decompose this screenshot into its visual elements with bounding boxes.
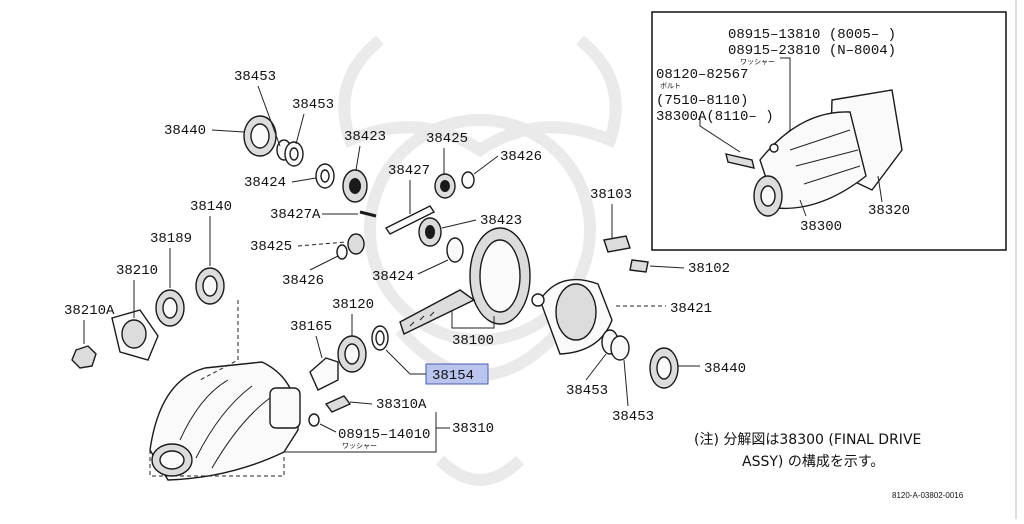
label-38453-b: 38453 bbox=[292, 97, 334, 113]
note-line-1: (注) 分解図は38300 (FINAL DRIVE bbox=[694, 432, 921, 448]
label-38154: 38154 bbox=[432, 368, 474, 384]
bearing-38140-icon bbox=[195, 267, 225, 305]
inset-line-6: (7510–8110) bbox=[656, 93, 748, 109]
side-gear-38423-left-icon bbox=[342, 169, 368, 203]
label-38423-a: 38423 bbox=[344, 129, 386, 145]
label-38427: 38427 bbox=[388, 163, 430, 179]
washer-38453-icon bbox=[276, 139, 304, 167]
inset-line-1: 08915–13810 (8005– ) bbox=[728, 27, 896, 43]
bearing-38440-left-icon bbox=[243, 115, 277, 157]
label-38310A: 38310A bbox=[376, 397, 427, 413]
side-gear-38423-right-icon bbox=[418, 217, 442, 247]
shim-38154-icon bbox=[371, 325, 389, 351]
label-38426-a: 38426 bbox=[500, 149, 542, 165]
thrust-washer-38424-icon bbox=[315, 163, 335, 189]
label-38427A: 38427A bbox=[270, 207, 321, 223]
label-38421: 38421 bbox=[670, 301, 712, 317]
highlight-38154[interactable]: 38154 bbox=[425, 363, 489, 385]
label-38425-a: 38425 bbox=[426, 131, 468, 147]
label-38100: 38100 bbox=[452, 333, 494, 349]
bearing-38120-icon bbox=[337, 335, 367, 373]
label-38423-b: 38423 bbox=[480, 213, 522, 229]
label-38210: 38210 bbox=[116, 263, 158, 279]
label-38140: 38140 bbox=[190, 199, 232, 215]
pinion-gear-38425-lower-icon bbox=[336, 233, 365, 260]
diagram-reference: 8120-A-03802-0016 bbox=[892, 491, 964, 500]
inset-line-3: ワッシャー bbox=[740, 58, 775, 67]
spacer-38165-icon bbox=[309, 357, 339, 391]
bolt-38102-icon bbox=[629, 259, 649, 273]
bearing-38440-right-icon bbox=[649, 347, 679, 389]
housing-dash-link bbox=[199, 300, 239, 381]
oil-seal-38189-icon bbox=[155, 289, 185, 327]
label-38424-b: 38424 bbox=[372, 269, 414, 285]
shaft-38427-icon bbox=[384, 205, 436, 235]
washer-38453-right-icon bbox=[601, 329, 630, 361]
inset-line-5: ボルト bbox=[660, 82, 681, 91]
label-38210A: 38210A bbox=[64, 303, 115, 319]
label-38426-b: 38426 bbox=[282, 273, 324, 289]
label-38440-a: 38440 bbox=[164, 123, 206, 139]
inset-line-7: 38300A(8110– ) bbox=[656, 109, 774, 125]
pinion-gear-38425-icon bbox=[434, 173, 456, 199]
bolt-38310A-icon bbox=[324, 395, 352, 413]
label-08915-14010: 08915–14010 bbox=[338, 427, 430, 443]
flange-38210-icon bbox=[111, 309, 159, 361]
label-38320: 38320 bbox=[868, 203, 910, 219]
ring-gear-38100-icon bbox=[399, 227, 531, 335]
note-line-2: ASSY) の構成を示す。 bbox=[742, 454, 884, 470]
washer-08915-14010-icon bbox=[308, 413, 320, 427]
label-38189: 38189 bbox=[150, 231, 192, 247]
housing-dash-outline bbox=[149, 450, 285, 477]
label-38103: 38103 bbox=[590, 187, 632, 203]
label-38300: 38300 bbox=[800, 219, 842, 235]
label-38453-c: 38453 bbox=[566, 383, 608, 399]
thrust-washer-38424-right-icon bbox=[446, 237, 464, 263]
label-38425-b: 38425 bbox=[250, 239, 292, 255]
inset-line-2: 08915–23810 (N–8004) bbox=[728, 43, 896, 59]
label-38453-d: 38453 bbox=[612, 409, 654, 425]
nut-38210A-icon bbox=[71, 345, 97, 369]
bolt-38103-icon bbox=[603, 235, 631, 253]
label-38102: 38102 bbox=[688, 261, 730, 277]
inset-line-4: 08120–82567 bbox=[656, 67, 748, 83]
inset-frame bbox=[651, 11, 1007, 251]
label-38424-a: 38424 bbox=[244, 175, 286, 191]
label-38120: 38120 bbox=[332, 297, 374, 313]
leader-inset-bolt bbox=[699, 116, 741, 153]
label-38453-a: 38453 bbox=[234, 69, 276, 85]
carrier-housing-icon bbox=[149, 361, 301, 481]
final-drive-assy-icon bbox=[725, 89, 903, 217]
label-38440-b: 38440 bbox=[704, 361, 746, 377]
washer-38426-icon bbox=[461, 171, 475, 189]
label-08915-14010-sub: ワッシャー bbox=[342, 442, 377, 451]
diff-case-38421-icon bbox=[531, 278, 613, 355]
label-38165: 38165 bbox=[290, 319, 332, 335]
pin-38427A-icon bbox=[359, 210, 377, 218]
watermark-crest bbox=[338, 35, 622, 486]
label-38310: 38310 bbox=[452, 421, 494, 437]
